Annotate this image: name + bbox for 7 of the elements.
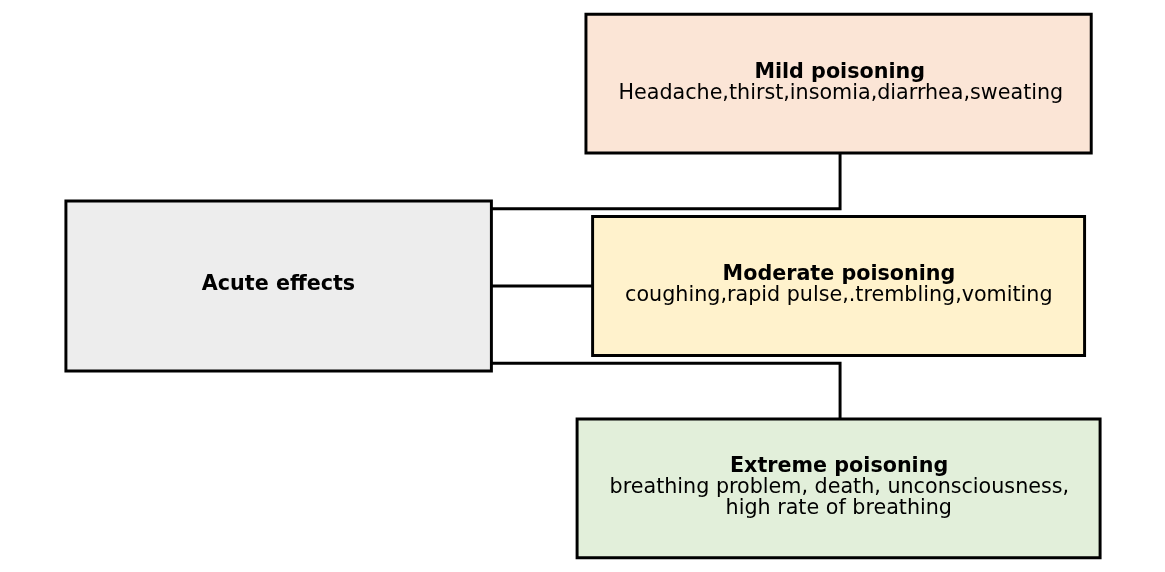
connector (491, 284, 592, 288)
node-box: Extreme poisoning breathing problem, death, unconsciousness, high rate of breathing (575, 417, 1102, 560)
connector (491, 361, 842, 419)
node-box: Acute effects (63, 199, 493, 373)
node-box: Moderate poisoning coughing,rapid pulse,.trembling,vomiting (590, 215, 1086, 357)
connector (491, 153, 842, 211)
node-box: Mild poisoning Headache,thirst,insomia,diarrhea,sweating (583, 12, 1093, 155)
